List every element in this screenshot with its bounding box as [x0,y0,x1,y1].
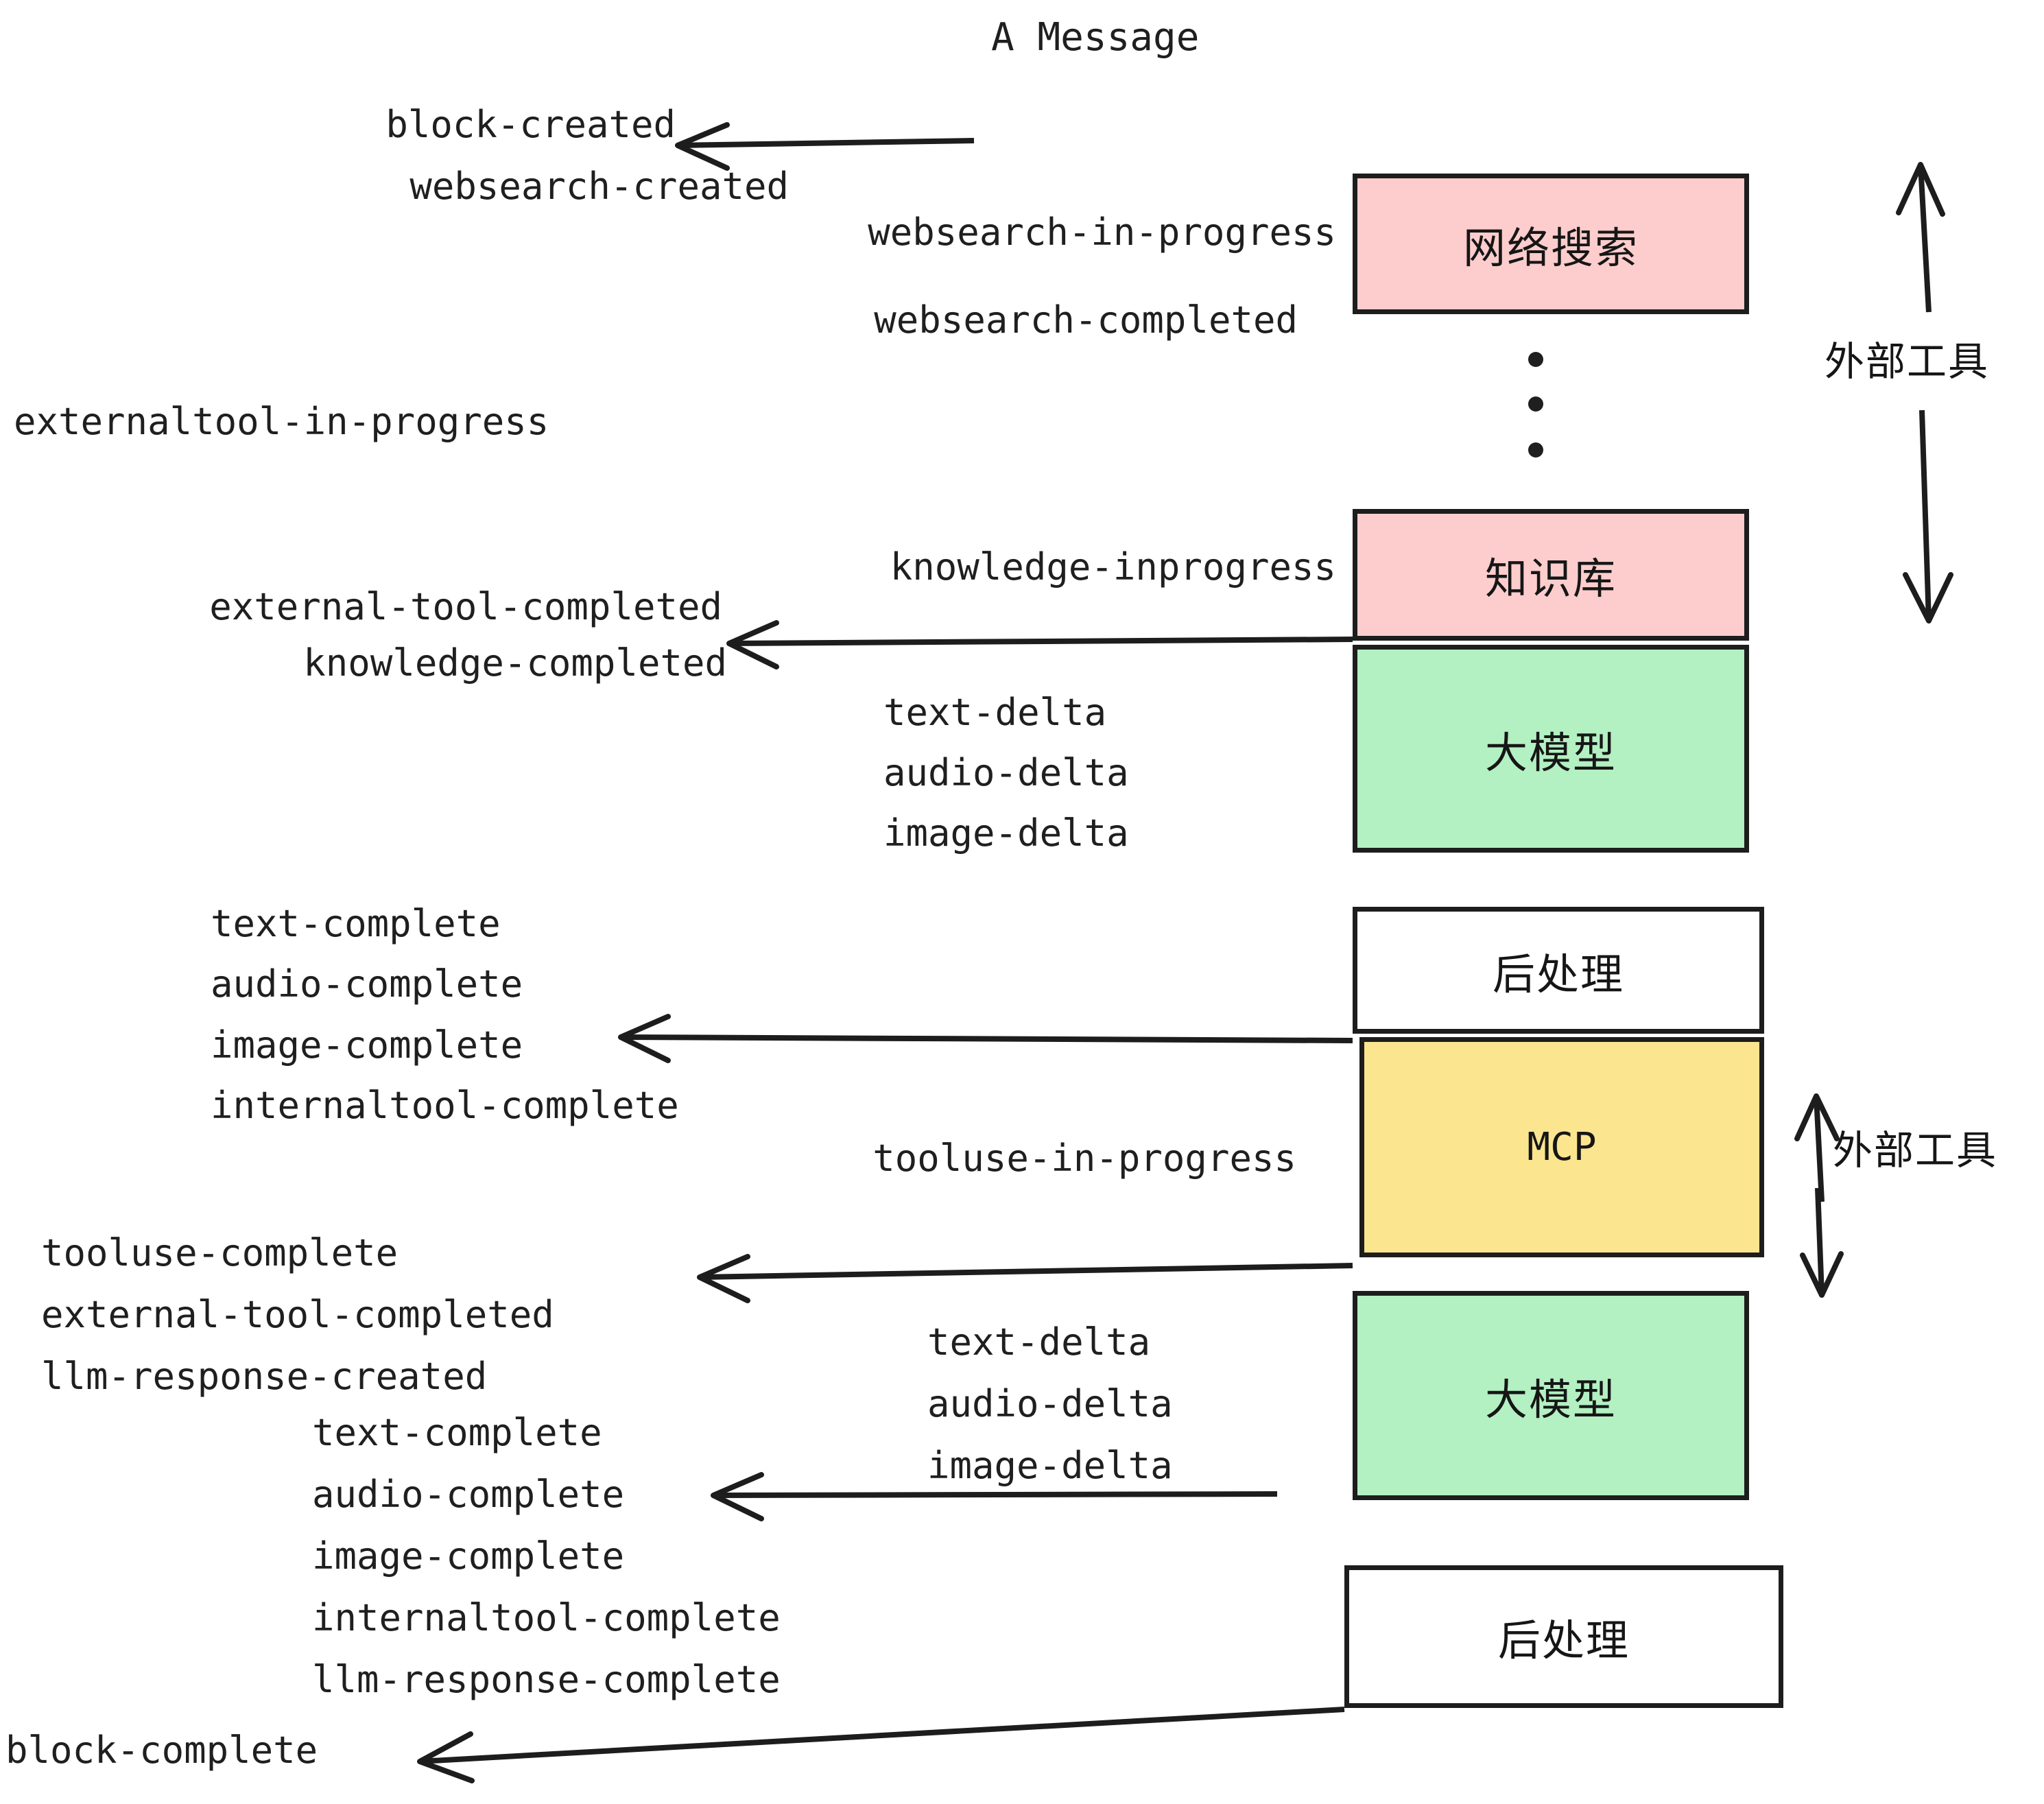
node-web-search[interactable]: 网络搜索 [1353,174,1749,314]
event-label-llm-response-created: llm-response-created [41,1355,488,1398]
node-postprocess-1-label: 后处理 [1492,949,1624,999]
node-llm-1-label: 大模型 [1484,727,1617,778]
event-label-text-delta-2: text-delta [927,1320,1151,1364]
bracket-external-tool-bottom-up [1794,1093,1840,1202]
event-label-text-complete-2: text-complete [312,1411,602,1454]
node-web-search-label: 网络搜索 [1462,222,1639,273]
bracket-external-tool-top-down [1903,410,1953,624]
node-postprocess-2[interactable]: 后处理 [1344,1565,1783,1708]
ellipsis-dot-2 [1528,396,1543,412]
event-label-websearch-completed: websearch-completed [874,298,1298,342]
event-label-llm-response-complete: llm-response-complete [312,1658,781,1701]
node-mcp-label: MCP [1527,1125,1597,1170]
event-label-image-complete-2: image-complete [312,1534,625,1578]
event-label-audio-complete-2: audio-complete [312,1473,625,1516]
node-knowledge-base[interactable]: 知识库 [1353,509,1749,641]
event-label-image-delta-2: image-delta [927,1444,1173,1487]
event-label-image-complete-1: image-complete [211,1023,523,1067]
event-label-text-complete-1: text-complete [211,902,501,945]
side-label-external-tool-top: 外部工具 [1825,338,1990,385]
node-knowledge-base-label: 知识库 [1484,554,1617,604]
ellipsis-dot-3 [1528,442,1543,458]
node-llm-2-label: 大模型 [1484,1374,1617,1425]
event-label-external-tool-completed-2: external-tool-completed [41,1293,554,1336]
bracket-external-tool-bottom-down [1800,1187,1844,1298]
event-label-image-delta-1: image-delta [883,811,1129,855]
page-title: A Message [991,15,1200,60]
event-label-externaltool-in-progress: externaltool-in-progress [14,400,549,443]
node-postprocess-2-label: 后处理 [1497,1615,1630,1665]
event-label-audio-delta-2: audio-delta [927,1382,1173,1425]
event-label-block-complete: block-complete [5,1729,318,1772]
event-label-internaltool-complete-1: internaltool-complete [211,1084,679,1127]
arrow-tooluse-complete [697,1254,1353,1303]
node-mcp[interactable]: MCP [1359,1037,1764,1257]
event-label-tooluse-in-progress: tooluse-in-progress [872,1137,1296,1180]
event-label-external-tool-completed-1: external-tool-completed [209,585,722,628]
bracket-external-tool-top-up [1896,162,1945,313]
event-label-internaltool-complete-2: internaltool-complete [312,1596,781,1639]
node-llm-1[interactable]: 大模型 [1353,645,1749,853]
event-label-audio-complete-1: audio-complete [211,962,523,1006]
ellipsis-dot-1 [1528,352,1543,367]
side-label-external-tool-bottom: 外部工具 [1833,1127,1998,1174]
arrow-knowledge-completed [726,620,1353,669]
arrow-block-complete [417,1707,1345,1783]
node-llm-2[interactable]: 大模型 [1353,1291,1749,1500]
event-label-knowledge-inprogress: knowledge-inprogress [890,545,1336,589]
event-label-websearch-created: websearch-created [409,165,789,208]
node-postprocess-1[interactable]: 后处理 [1353,907,1764,1034]
event-label-knowledge-completed: knowledge-completed [303,641,727,685]
event-label-text-delta-1: text-delta [883,691,1107,734]
event-label-tooluse-complete: tooluse-complete [41,1231,399,1274]
event-label-block-created: block-created [385,103,676,146]
event-label-websearch-in-progress: websearch-in-progress [868,211,1336,254]
event-label-audio-delta-1: audio-delta [883,751,1129,794]
arrow-block-created [675,122,975,171]
arrow-image-complete [618,1014,1353,1063]
